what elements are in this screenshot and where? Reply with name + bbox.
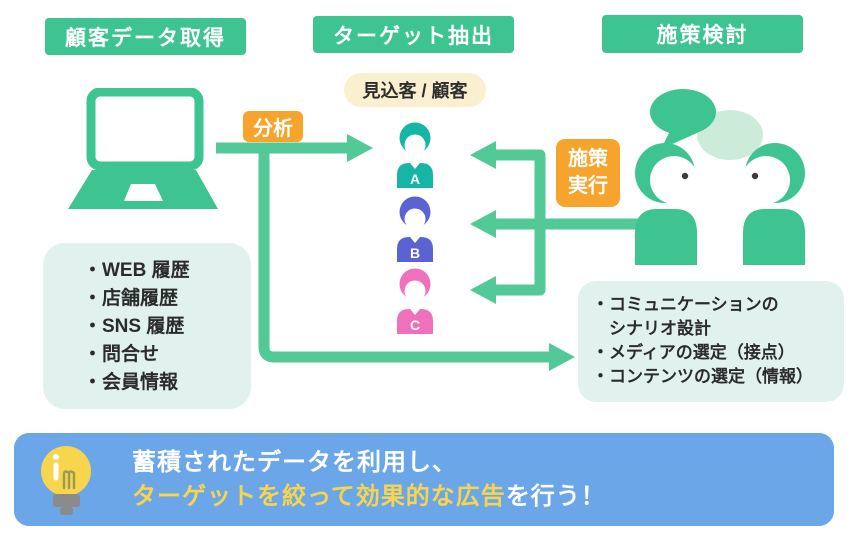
arrow-execution-to-c (470, 224, 546, 304)
list-item: ・コミュニケーションの (592, 295, 779, 314)
list-item: ・WEB 履歴 (83, 260, 190, 281)
person-b-figure (397, 196, 433, 262)
analysis-badge: 分析 (243, 111, 303, 142)
banner-highlight: ターゲットを絞って効果的な広告 (132, 482, 506, 510)
left-person (635, 143, 698, 265)
header-target-extraction: ターゲット抽出 (313, 16, 514, 53)
execution-badge: 施策 実行 (556, 139, 620, 207)
execution-badge-line-2: 実行 (568, 175, 608, 197)
execution-badge-line-1: 施策 (568, 148, 608, 170)
speech-bubble-light-icon (697, 110, 763, 160)
banner-line-2: ターゲットを絞って効果的な広告を行う！ (132, 480, 606, 514)
right-person (742, 143, 805, 265)
talking-people-icon (635, 89, 805, 265)
list-item: シナリオ設計 (592, 319, 711, 338)
list-item: ・会員情報 (83, 372, 179, 393)
arrow-branch-to-planning (258, 148, 575, 371)
banner-text: 蓄積されたデータを利用し、 ターゲットを絞って効果的な広告を行う！ (132, 446, 606, 514)
banner-line-1: 蓄積されたデータを利用し、 (132, 448, 457, 476)
list-item: ・問合せ (83, 344, 160, 365)
laptop-icon (68, 88, 218, 209)
person-letter: B (409, 245, 421, 261)
person-letter: A (409, 171, 421, 187)
list-item: ・コンテンツの選定（情報） (592, 367, 813, 386)
list-item: ・SNS 履歴 (83, 316, 185, 337)
planning-box: ・コミュニケーションの シナリオ設計 ・メディアの選定（接点） ・コンテンツの選… (578, 281, 844, 402)
arrow-analysis (216, 134, 373, 162)
person-c-figure (397, 268, 433, 334)
arrow-execution-to-a (470, 141, 658, 230)
header-customer-data-acquisition: 顧客データ取得 (45, 18, 246, 55)
list-item: ・店舗履歴 (83, 288, 179, 309)
person-b-icon: B (392, 196, 438, 262)
lightbulb-icon (41, 446, 91, 515)
prospect-customer-pill: 見込客 / 顧客 (344, 73, 486, 107)
data-sources-box: ・WEB 履歴 ・店舗履歴 ・SNS 履歴 ・問合せ ・会員情報 (43, 243, 251, 409)
person-a-figure (397, 122, 433, 188)
header-measure-planning: 施策検討 (602, 15, 803, 53)
bottom-banner: 蓄積されたデータを利用し、 ターゲットを絞って効果的な広告を行う！ (14, 433, 834, 526)
person-a-icon: A (392, 122, 438, 188)
person-c-icon: C (392, 268, 438, 334)
arrow-execution-to-b (470, 210, 540, 238)
person-letter: C (409, 317, 421, 333)
list-item: ・メディアの選定（接点） (592, 343, 795, 362)
banner-line-2-rest: を行う！ (505, 482, 606, 510)
